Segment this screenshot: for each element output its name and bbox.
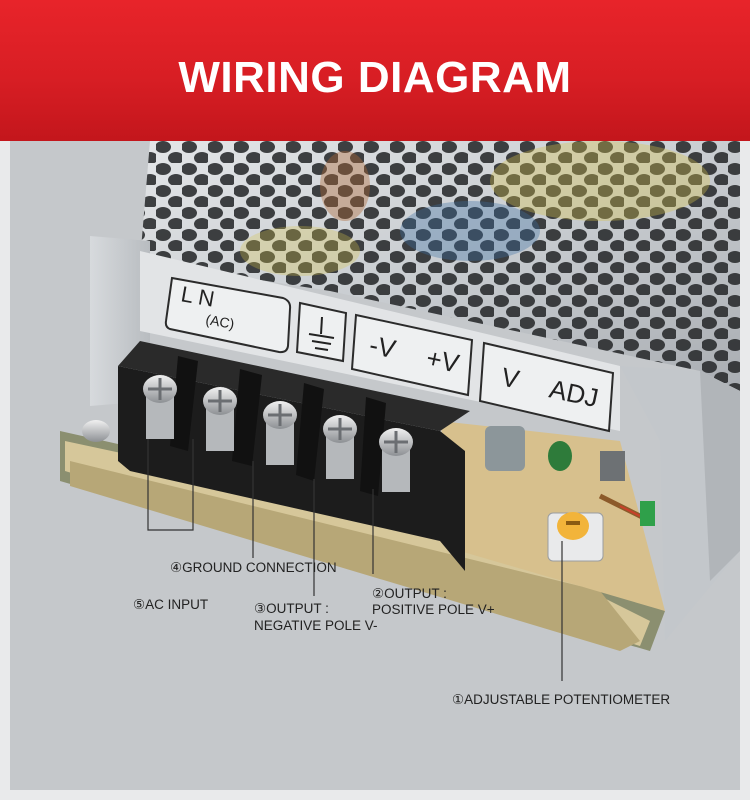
page-title: WIRING DIAGRAM — [178, 53, 572, 102]
power-supply-photo: L N (AC) -V +V V ADJ — [0, 141, 750, 800]
potentiometer-icon — [547, 512, 604, 562]
terminal-label-ln: L N — [179, 281, 216, 311]
terminal-label-panel — [164, 276, 615, 433]
terminal-label-v: V — [499, 362, 523, 395]
callout-output-positive-line2: POSITIVE POLE V+ — [372, 602, 495, 617]
terminal-label-pos-v: +V — [424, 343, 463, 379]
callout-ac-input: ⑤AC INPUT — [133, 597, 209, 612]
terminal-label-ac: (AC) — [204, 311, 235, 332]
terminal-screws — [82, 375, 413, 492]
title-banner: WIRING DIAGRAM — [0, 0, 750, 141]
ground-symbol-icon — [308, 316, 335, 351]
callout-adjustable-potentiometer: ①ADJUSTABLE POTENTIOMETER — [452, 692, 671, 707]
terminal-block — [118, 341, 470, 571]
callout-ground-connection: ④GROUND CONNECTION — [170, 560, 337, 575]
callout-output-positive-line1: ②OUTPUT : — [372, 586, 447, 601]
perforated-cover — [140, 141, 740, 391]
callout-output-negative-line2: NEGATIVE POLE V- — [254, 618, 378, 633]
callout-output-negative-line1: ③OUTPUT : — [254, 601, 329, 616]
callout-lines — [147, 439, 563, 681]
